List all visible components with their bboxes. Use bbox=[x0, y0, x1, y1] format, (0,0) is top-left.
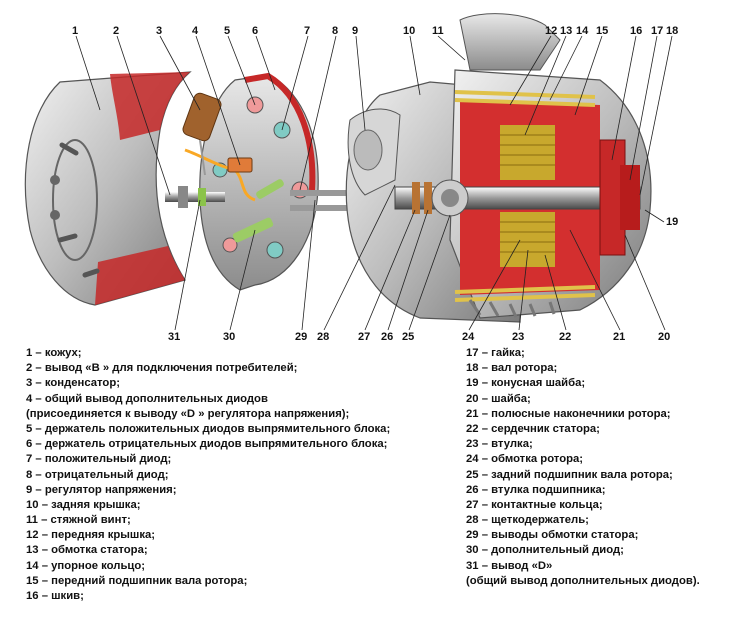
legend-item: 22 – сердечник статора; bbox=[466, 422, 600, 435]
legend-item: 3 – конденсатор; bbox=[26, 377, 120, 390]
callout-21: 21 bbox=[613, 331, 626, 343]
callout-24: 24 bbox=[462, 331, 475, 343]
callout-6: 6 bbox=[252, 25, 259, 37]
callout-18: 18 bbox=[666, 25, 679, 37]
legend-item: 1 – кожух; bbox=[26, 347, 82, 359]
tie-bolts bbox=[290, 190, 355, 211]
legend-item: 7 – положительный диод; bbox=[26, 453, 172, 466]
legend-item: 16 – шкив; bbox=[26, 590, 84, 602]
callout-16: 16 bbox=[630, 25, 643, 37]
legend-right-column: 17 – гайка; 18 – вал ротора; 19 – конусн… bbox=[466, 346, 700, 589]
legend-item: (общий вывод дополнительных диодов). bbox=[466, 574, 700, 587]
alternator-body bbox=[345, 13, 652, 323]
callout-11: 11 bbox=[432, 25, 444, 37]
legend-item: 12 – передняя крышка; bbox=[26, 529, 156, 542]
callout-27: 27 bbox=[358, 331, 371, 343]
callout-28: 28 bbox=[317, 331, 330, 343]
legend-left-column: 1 – кожух; 2 – вывод «В » для подключени… bbox=[26, 346, 390, 604]
alternator-exploded-diagram bbox=[24, 13, 673, 331]
callout-17: 17 bbox=[651, 25, 664, 37]
callout-7: 7 bbox=[304, 25, 311, 37]
legend-item: 17 – гайка; bbox=[466, 347, 525, 359]
legend-item: 28 – щеткодержатель; bbox=[466, 514, 589, 527]
callout-3: 3 bbox=[156, 25, 163, 37]
legend-item: 10 – задняя крышка; bbox=[26, 498, 141, 511]
callout-30: 30 bbox=[223, 331, 236, 343]
legend-item: 14 – упорное кольцо; bbox=[26, 559, 146, 572]
callout-19: 19 bbox=[666, 216, 679, 228]
callout-9: 9 bbox=[352, 25, 359, 37]
legend-item: (присоединяется к выводу «D » регулятора… bbox=[26, 407, 350, 420]
legend-item: 25 – задний подшипник вала ротора; bbox=[466, 468, 673, 481]
legend-item: 5 – держатель положительных диодов выпря… bbox=[26, 422, 391, 435]
legend-item: 2 – вывод «В » для подключения потребите… bbox=[26, 362, 298, 375]
legend-item: 18 – вал ротора; bbox=[466, 362, 558, 375]
legend-item: 29 – выводы обмотки статора; bbox=[466, 529, 639, 542]
legend-item: 6 – держатель отрицательных диодов выпря… bbox=[26, 438, 388, 451]
legend-item: 4 – общий вывод дополнительных диодов bbox=[26, 392, 268, 405]
legend-item: 13 – обмотка статора; bbox=[26, 544, 148, 557]
callout-31: 31 bbox=[168, 331, 181, 343]
leader-lines bbox=[75, 35, 673, 331]
legend-item: 8 – отрицательный диод; bbox=[26, 468, 169, 481]
callout-22: 22 bbox=[559, 331, 572, 343]
callout-10: 10 bbox=[403, 25, 416, 37]
legend-item: 23 – втулка; bbox=[466, 438, 533, 451]
callout-26: 26 bbox=[381, 331, 394, 343]
legend-item: 31 – вывод «D» bbox=[466, 559, 553, 572]
legend-item: 30 – дополнительный диод; bbox=[466, 544, 624, 557]
callout-25: 25 bbox=[402, 331, 415, 343]
legend-item: 15 – передний подшипник вала ротора; bbox=[26, 574, 248, 587]
callout-29: 29 bbox=[295, 331, 308, 343]
legend-item: 26 – втулка подшипника; bbox=[466, 483, 606, 496]
legend-item: 24 – обмотка ротора; bbox=[466, 453, 584, 466]
legend-item: 20 – шайба; bbox=[466, 392, 531, 405]
legend-item: 21 – полюсные наконечники ротора; bbox=[466, 407, 671, 420]
callout-12: 12 bbox=[545, 25, 558, 37]
capacitor-part bbox=[182, 92, 222, 176]
cover-part bbox=[24, 71, 192, 306]
legend-item: 9 – регулятор напряжения; bbox=[26, 483, 177, 496]
callout-15: 15 bbox=[596, 25, 609, 37]
callout-8: 8 bbox=[332, 25, 339, 37]
callout-14: 14 bbox=[576, 25, 589, 37]
terminal-bolt bbox=[165, 186, 225, 208]
callout-5: 5 bbox=[224, 25, 231, 37]
callout-20: 20 bbox=[658, 331, 671, 343]
callout-4: 4 bbox=[192, 25, 199, 37]
callout-2: 2 bbox=[113, 25, 120, 37]
callout-23: 23 bbox=[512, 331, 525, 343]
legend-item: 27 – контактные кольца; bbox=[466, 498, 603, 511]
callout-13: 13 bbox=[560, 25, 573, 37]
legend-item: 11 – стяжной винт; bbox=[26, 514, 131, 527]
legend-item: 19 – конусная шайба; bbox=[466, 377, 586, 390]
callout-1: 1 bbox=[72, 25, 79, 37]
